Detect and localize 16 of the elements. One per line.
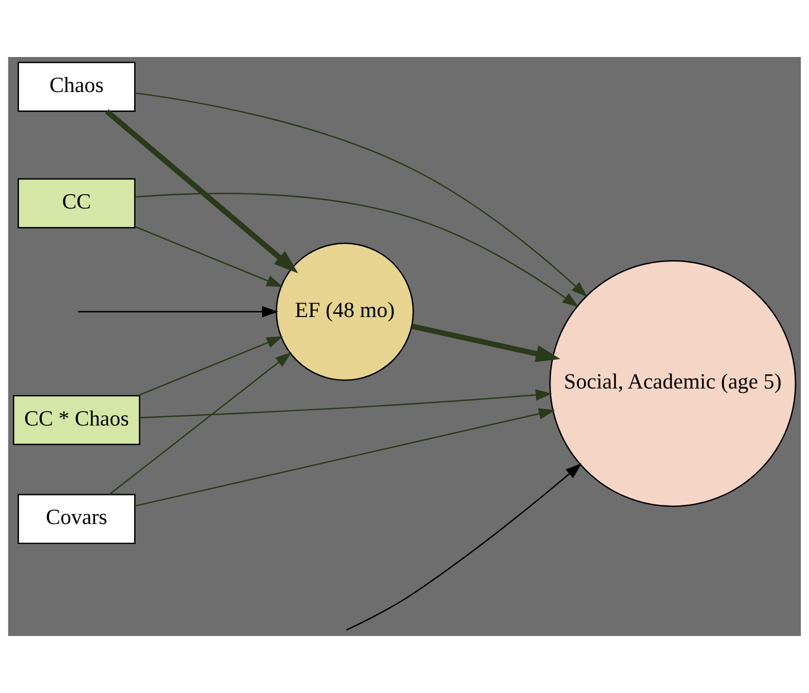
node-box: CC * Chaos bbox=[12, 395, 140, 446]
node-box: Chaos bbox=[18, 62, 136, 112]
arrow bbox=[134, 226, 283, 287]
arrow bbox=[346, 463, 582, 631]
node-box: CC bbox=[18, 178, 136, 228]
arrow bbox=[135, 192, 579, 308]
arrow bbox=[78, 306, 278, 318]
node-box: Covars bbox=[18, 494, 136, 544]
arrow bbox=[105, 109, 298, 274]
arrow bbox=[135, 92, 588, 298]
arrow bbox=[411, 324, 560, 362]
arrow bbox=[138, 336, 284, 396]
arrow bbox=[109, 352, 292, 495]
arrow bbox=[140, 389, 552, 418]
arrow bbox=[134, 408, 556, 507]
node-circle: Social, Academic (age 5) bbox=[549, 260, 796, 507]
